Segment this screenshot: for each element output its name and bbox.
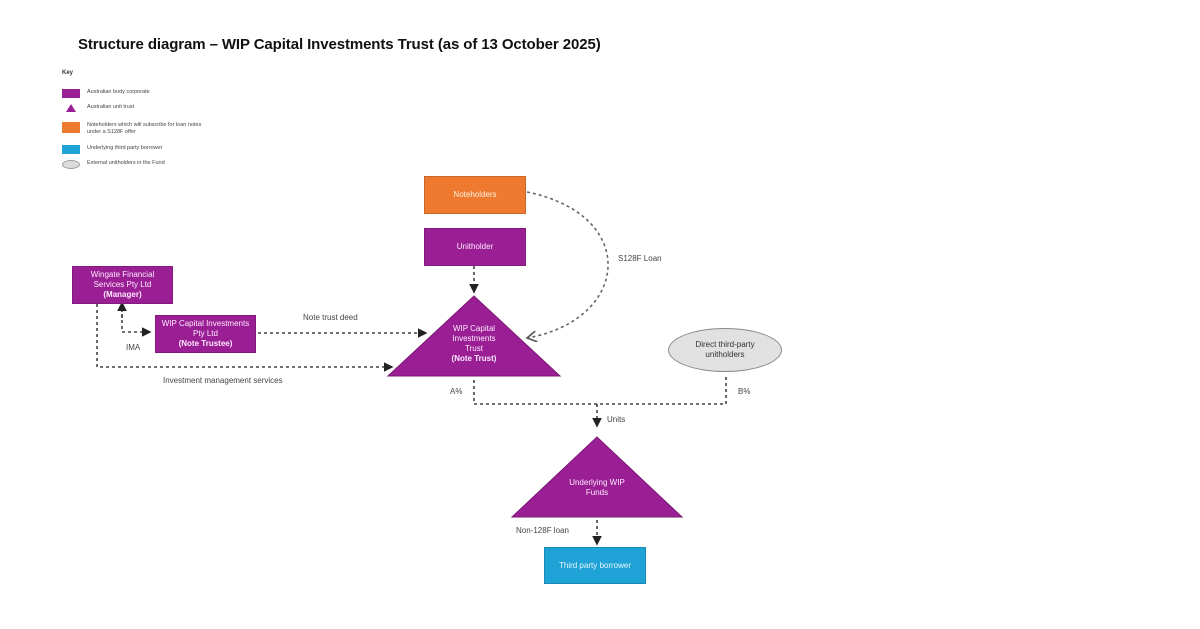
s128f-loan-arrow xyxy=(527,191,609,338)
legend-item-external-unitholders: External unitholders in the Fund xyxy=(62,160,165,169)
purple-rectangle-icon xyxy=(62,89,80,98)
note-trustee-box: WIP Capital Investments Pty Ltd (Note Tr… xyxy=(155,315,256,353)
cyan-rectangle-icon xyxy=(62,145,80,154)
units-label: Units xyxy=(607,415,626,424)
noteholders-box: Noteholders xyxy=(424,176,526,214)
ima-label: IMA xyxy=(126,343,141,352)
third-party-borrower-box: Third party borrower xyxy=(544,547,646,584)
a-percent-label: A% xyxy=(450,387,463,396)
legend-item-noteholders: Noteholders which will subscribe for loa… xyxy=(62,122,207,136)
unitholder-box: Unitholder xyxy=(424,228,526,266)
investment-management-label: Investment management services xyxy=(163,376,283,385)
underlying-funds-label: Underlying WIP Funds xyxy=(569,478,625,497)
legend-item-borrower: Underlying third party borrower xyxy=(62,145,163,154)
ima-arrow xyxy=(121,302,152,337)
note-trust-deed-label: Note trust deed xyxy=(303,313,358,322)
purple-triangle-icon xyxy=(66,104,76,112)
units-bracket xyxy=(473,374,727,405)
manager-box: Wingate Financial Services Pty Ltd (Mana… xyxy=(72,266,173,304)
orange-rectangle-icon xyxy=(62,122,80,133)
note-trust-triangle xyxy=(386,295,562,377)
note-trust-label: WIP Capital Investments Trust (Note Trus… xyxy=(451,324,497,363)
legend-title: Key xyxy=(62,70,74,76)
legend-item-unit-trust: Australian unit trust xyxy=(62,104,134,112)
underlying-funds-triangle xyxy=(510,436,684,518)
non-128f-loan-label: Non-128F loan xyxy=(516,526,569,535)
investment-management-arrow xyxy=(96,304,394,372)
direct-unitholders-ellipse: Direct third-party unitholders xyxy=(668,328,782,372)
s128f-loan-label: S128F Loan xyxy=(618,254,662,263)
legend-item-body-corporate: Australian body corporate xyxy=(62,89,150,98)
grey-ellipse-icon xyxy=(62,160,80,169)
b-percent-label: B% xyxy=(738,387,751,396)
diagram-title: Structure diagram – WIP Capital Investme… xyxy=(78,36,601,53)
